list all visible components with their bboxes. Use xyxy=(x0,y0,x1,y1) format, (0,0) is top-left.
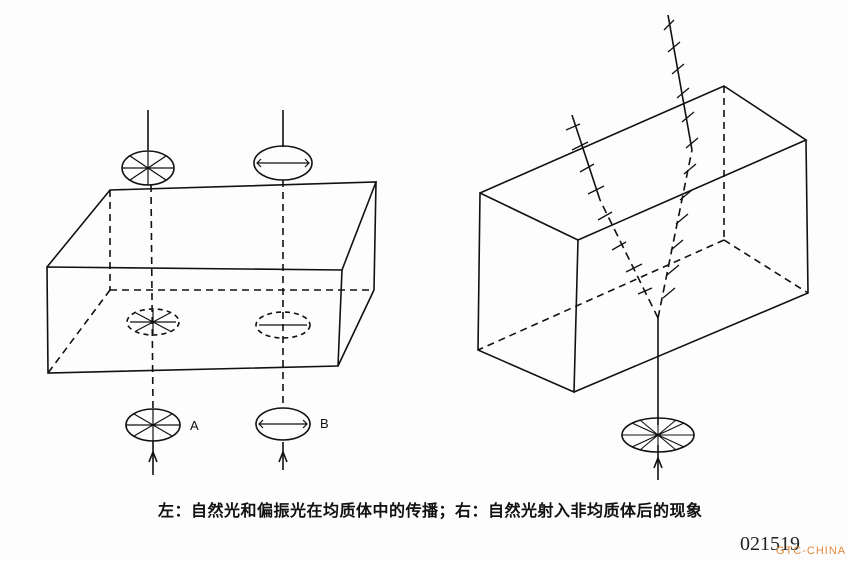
isotropic-block xyxy=(46,181,378,374)
polarized-light-ellipse-middle xyxy=(255,311,311,339)
natural-light-ellipse-bottom xyxy=(125,408,181,442)
natural-light-ellipse-top xyxy=(121,150,175,186)
label-b: B xyxy=(320,416,329,431)
figure-code: 021519 xyxy=(740,533,800,555)
natural-light-ellipse-right xyxy=(621,417,695,453)
figure-caption: 左：自然光和偏振光在均质体中的传播；右：自然光射入非均质体后的现象 xyxy=(158,501,703,520)
natural-light-ray-a xyxy=(147,110,158,475)
label-a: A xyxy=(190,418,199,433)
natural-light-ellipse-middle xyxy=(126,308,180,336)
watermark: GTC-CHINA xyxy=(776,545,847,557)
polarized-light-ray-b xyxy=(278,110,288,470)
polarized-light-ellipse-bottom xyxy=(255,407,311,441)
birefringence-rays xyxy=(565,14,699,480)
polarized-light-ellipse-top xyxy=(253,145,313,181)
anisotropic-block xyxy=(477,85,809,394)
